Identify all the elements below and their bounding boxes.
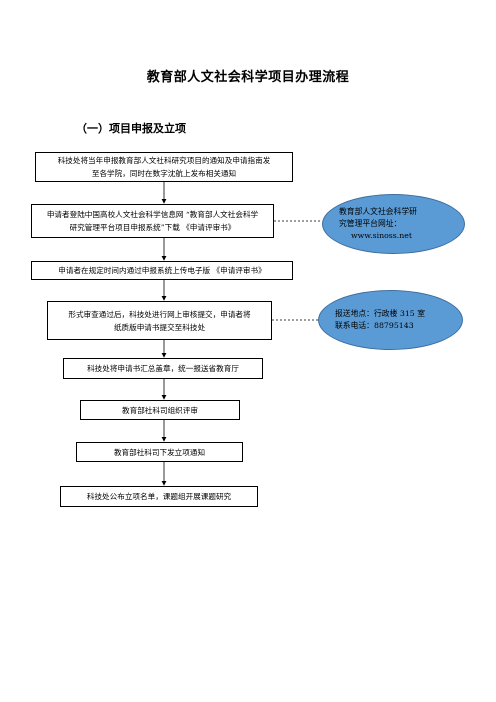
flow-step-notice: 科技处将当年申报教育部人文社科研究项目的通知及申请指南发 至各学院，同时在数字沈… [35,152,293,182]
note-text-line: 教育部人文社会科学研 [339,207,417,216]
note-text-line: www.sinoss.net [351,231,413,240]
flow-step-submit-province: 科技处将申请书汇总盖章，统一报送省教育厅 [63,358,263,379]
step-text-line: 纸质版申请书提交至科技处 [113,322,206,332]
flow-step-download: 申请者登陆中国高校人文社会科学信息网 “教育部人文社会科学 研究管理平台项目申报… [31,204,274,238]
flow-step-review: 形式审查通过后，科技处进行网上审核提交，申请者将 纸质版申请书提交至科技处 [47,301,272,340]
step-text-line: 科技处将申请书汇总盖章，统一报送省教育厅 [87,364,239,373]
step-text-line: 科技处将当年申报教育部人文社科研究项目的通知及申请指南发 [57,156,271,165]
section-heading: （一）项目申报及立项 [76,122,186,135]
flow-step-approval-notice: 教育部社科司下发立项通知 [76,442,243,462]
page-title: 教育部人文社会科学项目办理流程 [146,70,350,85]
flow-step-evaluation: 教育部社科司组织评审 [80,400,240,420]
note-website-ellipse: 教育部人文社会科学研 究管理平台网址： www.sinoss.net [322,194,465,254]
note-text-line: 报送地点：行政楼 315 室 [335,309,426,318]
step-text-line: 申请者登陆中国高校人文社会科学信息网 “教育部人文社会科学 [46,210,259,219]
note-contact-ellipse: 报送地点：行政楼 315 室 联系电话：88795143 [318,290,463,350]
note-text-line: 联系电话：88795143 [335,321,414,330]
step-text-line: 研究管理平台项目申报系统”下载 《申请评审书》 [69,223,236,232]
flow-step-publish-list: 科技处公布立项名单，课题组开展课题研究 [60,486,258,507]
step-text-line: 教育部社科司组织评审 [122,405,198,415]
step-text-line: 至各学院，同时在数字沈航上发布相关通知 [91,169,237,178]
note-text-line: 究管理平台网址： [339,219,402,228]
step-text-line: 形式审查通过后，科技处进行网上审核提交，申请者将 [68,309,251,319]
step-text-line: 申请者在规定时间内通过申报系统上传电子版 《申请评审书》 [58,266,266,275]
step-text-line: 教育部社科司下发立项通知 [113,447,206,457]
step-text-line: 科技处公布立项名单，课题组开展课题研究 [86,492,232,501]
flow-step-upload: 申请者在规定时间内通过申报系统上传电子版 《申请评审书》 [31,261,293,280]
